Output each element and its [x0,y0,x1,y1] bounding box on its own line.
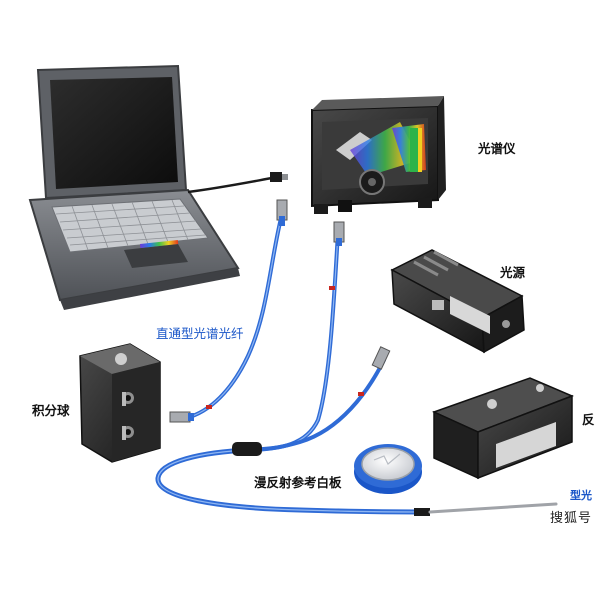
label-reflection-cut: 反 [582,412,595,427]
label-integrating-sphere: 积分球 [32,403,70,418]
reflection-holder-icon [431,377,574,480]
white-reference-icon [354,444,422,494]
integrating-sphere-icon [79,343,161,463]
label-probe-cut: 型光 [570,489,592,502]
watermark-text: 搜狐号 [550,511,593,526]
label-light-source: 光源 [500,265,526,280]
spectrometer-icon [311,96,446,214]
fiber-connectors [169,199,430,516]
laptop-icon [28,64,288,310]
fiber-probe-icon [428,502,558,514]
label-diffuse-reference: 漫反射参考白板 [254,475,342,490]
label-straight-fiber: 直通型光谱光纤 [156,326,244,341]
label-spectrometer: 光谱仪 [478,141,516,156]
light-source-icon [390,249,525,354]
